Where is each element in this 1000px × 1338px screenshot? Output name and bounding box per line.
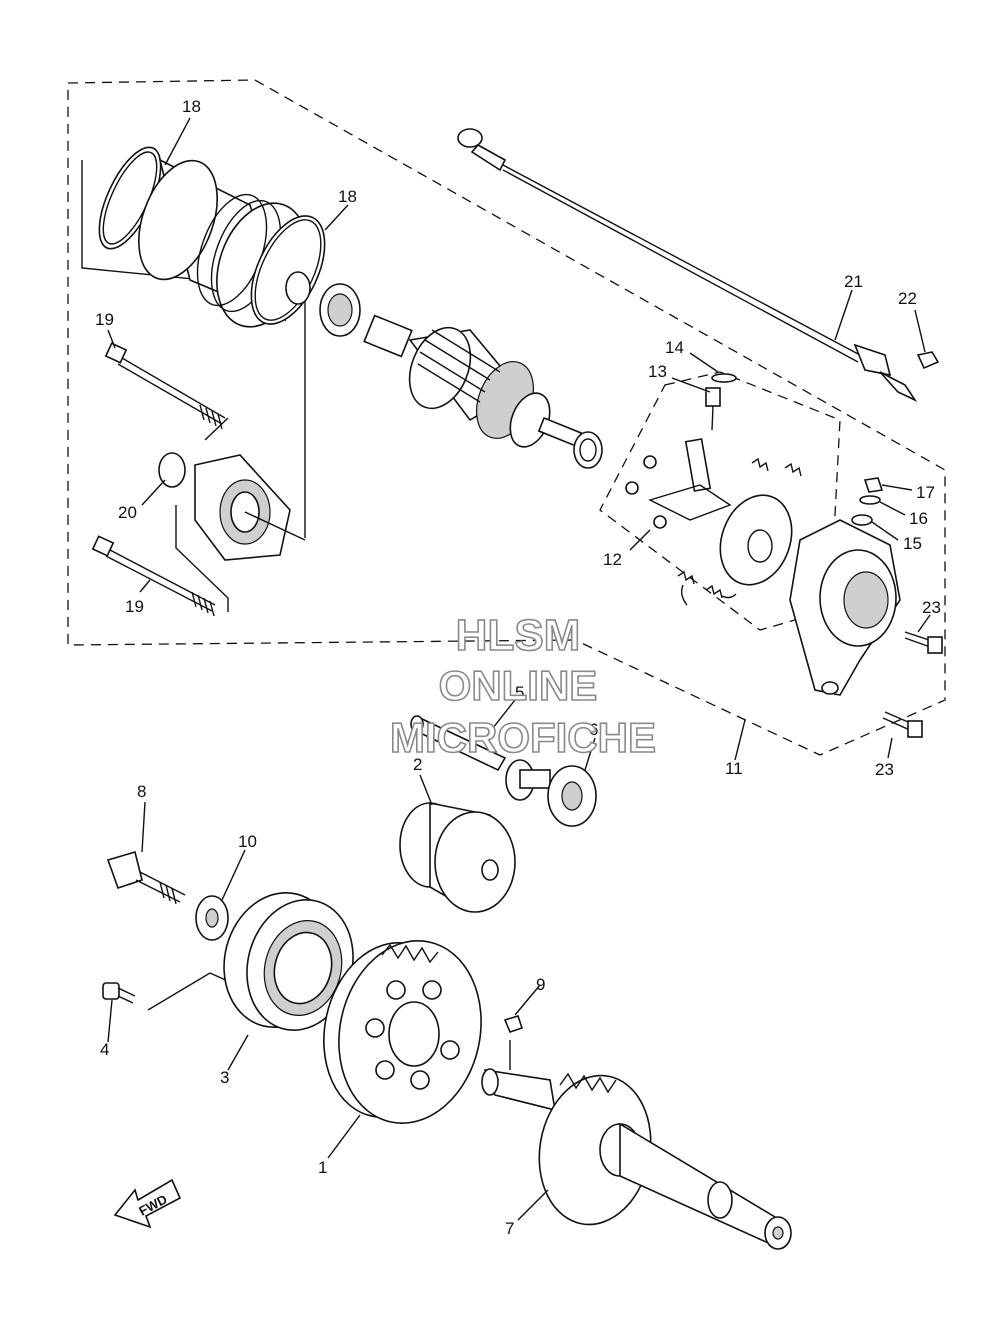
callout-19-top: 19 bbox=[95, 310, 114, 329]
bearing bbox=[285, 271, 361, 337]
brush-springs bbox=[677, 457, 802, 606]
fwd-direction-arrow: FWD bbox=[113, 1178, 182, 1229]
armature bbox=[363, 314, 583, 448]
needle-bearing bbox=[573, 431, 603, 469]
callout-10: 10 bbox=[238, 832, 257, 851]
callout-8: 8 bbox=[137, 782, 146, 801]
bolt-4 bbox=[102, 982, 136, 1004]
lead-wire bbox=[457, 128, 918, 402]
starter-wheel-gear-1 bbox=[323, 940, 482, 1124]
callout-5: 5 bbox=[515, 683, 524, 702]
callout-1: 1 bbox=[318, 1158, 327, 1177]
brush-holder bbox=[625, 438, 793, 586]
callout-19-bottom: 19 bbox=[125, 597, 144, 616]
terminal-bolt-13 bbox=[705, 387, 721, 431]
screw-23-lower bbox=[882, 711, 923, 738]
callout-4: 4 bbox=[100, 1040, 109, 1059]
watermark-line-1: HLSM bbox=[456, 611, 581, 660]
o-ring-20 bbox=[158, 452, 186, 488]
callout-18-mid: 18 bbox=[338, 187, 357, 206]
watermark-line-2: ONLINE bbox=[439, 662, 598, 709]
bolt-4-leader-bracket bbox=[147, 972, 231, 1011]
through-bolt-19-lower bbox=[91, 535, 216, 617]
callout-23-upper: 23 bbox=[922, 598, 941, 617]
callout-3: 3 bbox=[220, 1068, 229, 1087]
callout-23-lower: 23 bbox=[875, 760, 894, 779]
idler-shaft-5 bbox=[410, 715, 507, 772]
watermark-line-3: MICROFICHE bbox=[390, 714, 656, 761]
callout-15: 15 bbox=[903, 534, 922, 553]
callout-12: 12 bbox=[603, 550, 622, 569]
o-ring-14 bbox=[711, 373, 737, 383]
nut-17 bbox=[863, 477, 884, 493]
fwd-label: FWD bbox=[136, 1191, 169, 1218]
callout-21: 21 bbox=[844, 272, 863, 291]
idler-gear-6 bbox=[505, 759, 597, 827]
rear-cover bbox=[789, 519, 901, 696]
callout-22: 22 bbox=[898, 289, 917, 308]
nut-22 bbox=[916, 351, 940, 370]
woodruff-key-9 bbox=[503, 1015, 524, 1033]
washer-10 bbox=[195, 895, 229, 941]
bolt-8 bbox=[106, 850, 186, 905]
insulator-15 bbox=[851, 514, 873, 526]
watermark: HLSM ONLINE MICROFICHE bbox=[389, 610, 657, 762]
starter-shaft-gear-7 bbox=[481, 1068, 792, 1250]
front-cover-bracket bbox=[175, 417, 229, 612]
callout-6: 6 bbox=[589, 720, 598, 739]
callout-14: 14 bbox=[665, 338, 684, 357]
leader-lines bbox=[107, 117, 931, 1221]
front-cover bbox=[194, 454, 306, 561]
screw-23-upper bbox=[904, 631, 943, 654]
o-ring-18-small-inner bbox=[254, 219, 322, 321]
callout-11: 11 bbox=[725, 759, 743, 778]
through-bolt-19-upper bbox=[104, 342, 226, 430]
callout-2: 2 bbox=[413, 755, 422, 774]
callout-20: 20 bbox=[118, 503, 137, 522]
idler-gear-2 bbox=[399, 802, 516, 913]
callout-7: 7 bbox=[505, 1219, 514, 1238]
callout-13: 13 bbox=[648, 362, 667, 381]
assembly-boundary-11 bbox=[67, 79, 946, 756]
callout-17: 17 bbox=[916, 483, 935, 502]
callout-18-top: 18 bbox=[182, 97, 201, 116]
washer-16 bbox=[859, 495, 881, 505]
callout-16: 16 bbox=[909, 509, 928, 528]
callout-9: 9 bbox=[536, 975, 545, 994]
